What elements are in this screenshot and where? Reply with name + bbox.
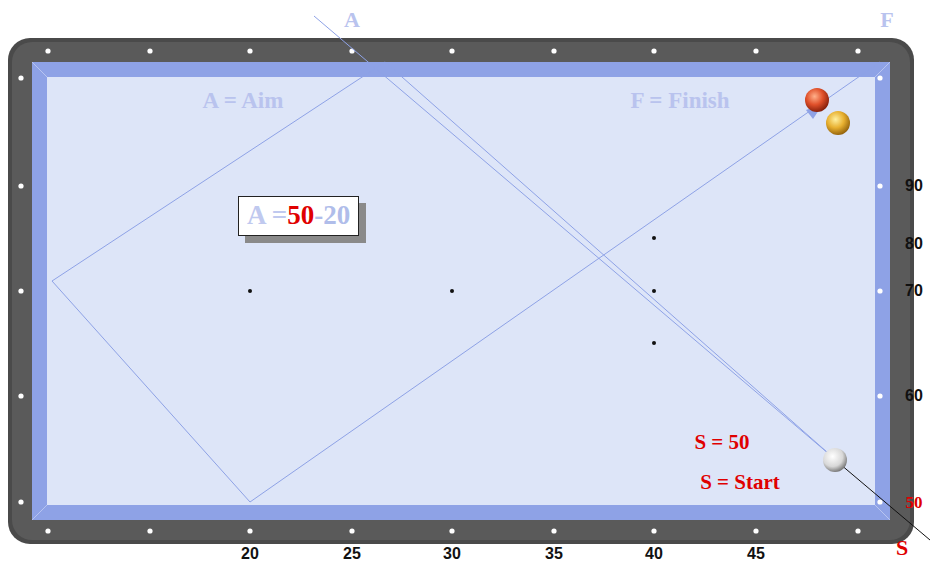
cue-ball [823, 448, 847, 472]
start-marker: S [896, 537, 908, 559]
yellow-ball [826, 111, 850, 135]
diamond-number: 20 [241, 546, 259, 562]
formula-box: A =50-20 [238, 196, 359, 236]
rail [8, 38, 914, 544]
formula-part: -20 [314, 200, 350, 230]
diamond-number: 80 [905, 236, 923, 252]
formula-part: A = [247, 200, 287, 230]
diamond-number: 35 [545, 546, 563, 562]
diamond-number: 40 [645, 546, 663, 562]
start-value: S = 50 [694, 432, 749, 453]
finish-legend: F = Finish [630, 89, 729, 112]
ball-path [52, 16, 880, 502]
diamond-number: 60 [905, 388, 923, 404]
start-legend: S = Start [700, 472, 780, 493]
aim-legend: A = Aim [203, 89, 284, 112]
rail-inner [12, 42, 910, 540]
red-ball [805, 88, 829, 112]
diamond-number: 30 [443, 546, 461, 562]
diamond-number: 45 [747, 546, 765, 562]
diamond-markers [18, 48, 882, 533]
diamond-number: 90 [905, 178, 923, 194]
cushion [32, 62, 890, 520]
finish-marker: F [880, 9, 893, 31]
start-number: 50 [906, 494, 923, 511]
aim-marker: A [344, 9, 360, 31]
diamond-number: 25 [343, 546, 361, 562]
cue-line [840, 464, 930, 540]
diamond-number: 70 [905, 283, 923, 299]
formula-part: 50 [287, 200, 314, 230]
